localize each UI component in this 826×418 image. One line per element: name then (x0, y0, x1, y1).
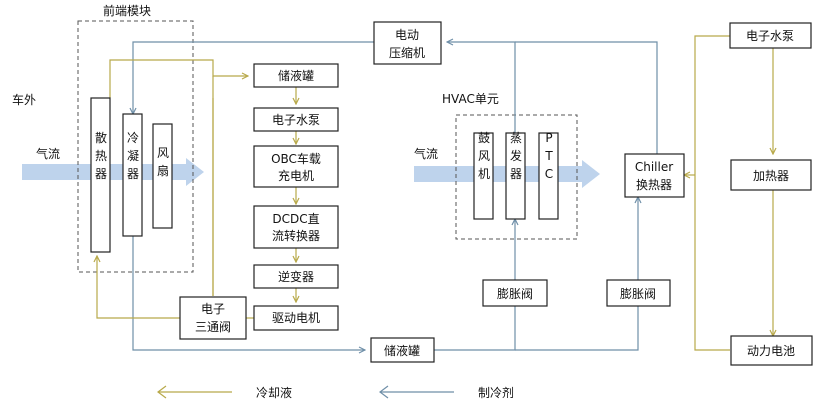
outside-car-label: 车外 (12, 92, 36, 107)
electronic-water-pump-right-box (729, 22, 812, 49)
obc-charger-label-line1: OBC车载 (271, 151, 321, 166)
legend-coolant-label: 冷却液 (256, 385, 292, 400)
obc-charger-label-line2: 充电机 (278, 168, 314, 183)
blower-box (473, 132, 494, 220)
accumulator-top-label: 储液罐 (278, 68, 314, 83)
airflow-right-label: 气流 (414, 146, 438, 161)
ptc-heater-box (538, 132, 559, 220)
legend: 冷却液 制冷剂 (157, 385, 514, 400)
condenser-label: 冷凝器 (127, 131, 139, 181)
electronic-water-pump-mid-box (253, 107, 339, 132)
obc-charger-box (253, 145, 339, 188)
hvac-unit-boundary (455, 114, 578, 240)
legend-refrigerant-label: 制冷剂 (478, 385, 514, 400)
blower-label: 鼓风机 (478, 131, 490, 181)
heater-box (730, 159, 812, 191)
three-way-valve-label-line2: 三通阀 (195, 320, 231, 334)
accumulator-bottom-box (370, 337, 435, 363)
evaporator-label: 蒸发器 (510, 131, 522, 181)
inverter-box (253, 264, 339, 289)
front-module-label: 前端模块 (103, 3, 151, 18)
drive-motor-label: 驱动电机 (272, 311, 320, 325)
airflow-left (22, 158, 204, 186)
accumulator-bottom-label: 储液罐 (384, 343, 420, 358)
heater-label: 加热器 (753, 169, 789, 183)
fan-label: 风扇 (157, 146, 169, 178)
coolant-lines (97, 35, 773, 351)
fan (152, 123, 173, 229)
dcdc-converter-label-line2: 流转换器 (272, 228, 320, 243)
power-battery-label: 动力电池 (747, 344, 795, 358)
chiller-label-line1: Chiller (635, 160, 673, 174)
expansion-valve-hvac-label: 膨胀阀 (497, 287, 533, 301)
accumulator-top-box (253, 63, 339, 88)
power-battery-box (730, 335, 813, 366)
dcdc-converter-label-line1: DCDC直 (272, 212, 319, 226)
chiller-box (624, 153, 685, 198)
radiator-label: 散热器 (95, 130, 107, 181)
hvac-unit-label: HVAC单元 (442, 92, 499, 106)
expansion-valve-chiller-box (606, 279, 671, 307)
drive-motor-box (253, 305, 339, 331)
electronic-water-pump-right-label: 电子水泵 (746, 29, 794, 43)
expansion-valve-chiller-label: 膨胀阀 (620, 287, 656, 301)
refrigerant-lines (133, 42, 658, 350)
electric-compressor-box (373, 21, 442, 65)
three-way-valve-label-line1: 电子 (201, 302, 225, 316)
electronic-water-pump-mid-label: 电子水泵 (272, 113, 320, 127)
airflow-left-label: 气流 (36, 146, 60, 161)
dcdc-converter-box (253, 205, 339, 249)
electric-compressor-label-line2: 压缩机 (389, 45, 425, 60)
condenser (122, 113, 143, 237)
radiator (90, 97, 111, 253)
evaporator-box (505, 132, 526, 220)
three-way-valve-box (179, 296, 247, 340)
front-module-boundary (77, 20, 194, 273)
expansion-valve-hvac-box (482, 279, 548, 307)
electric-compressor-label-line1: 电动 (395, 28, 419, 42)
inverter-label: 逆变器 (278, 269, 314, 284)
chiller-label-line2: 换热器 (636, 178, 672, 192)
